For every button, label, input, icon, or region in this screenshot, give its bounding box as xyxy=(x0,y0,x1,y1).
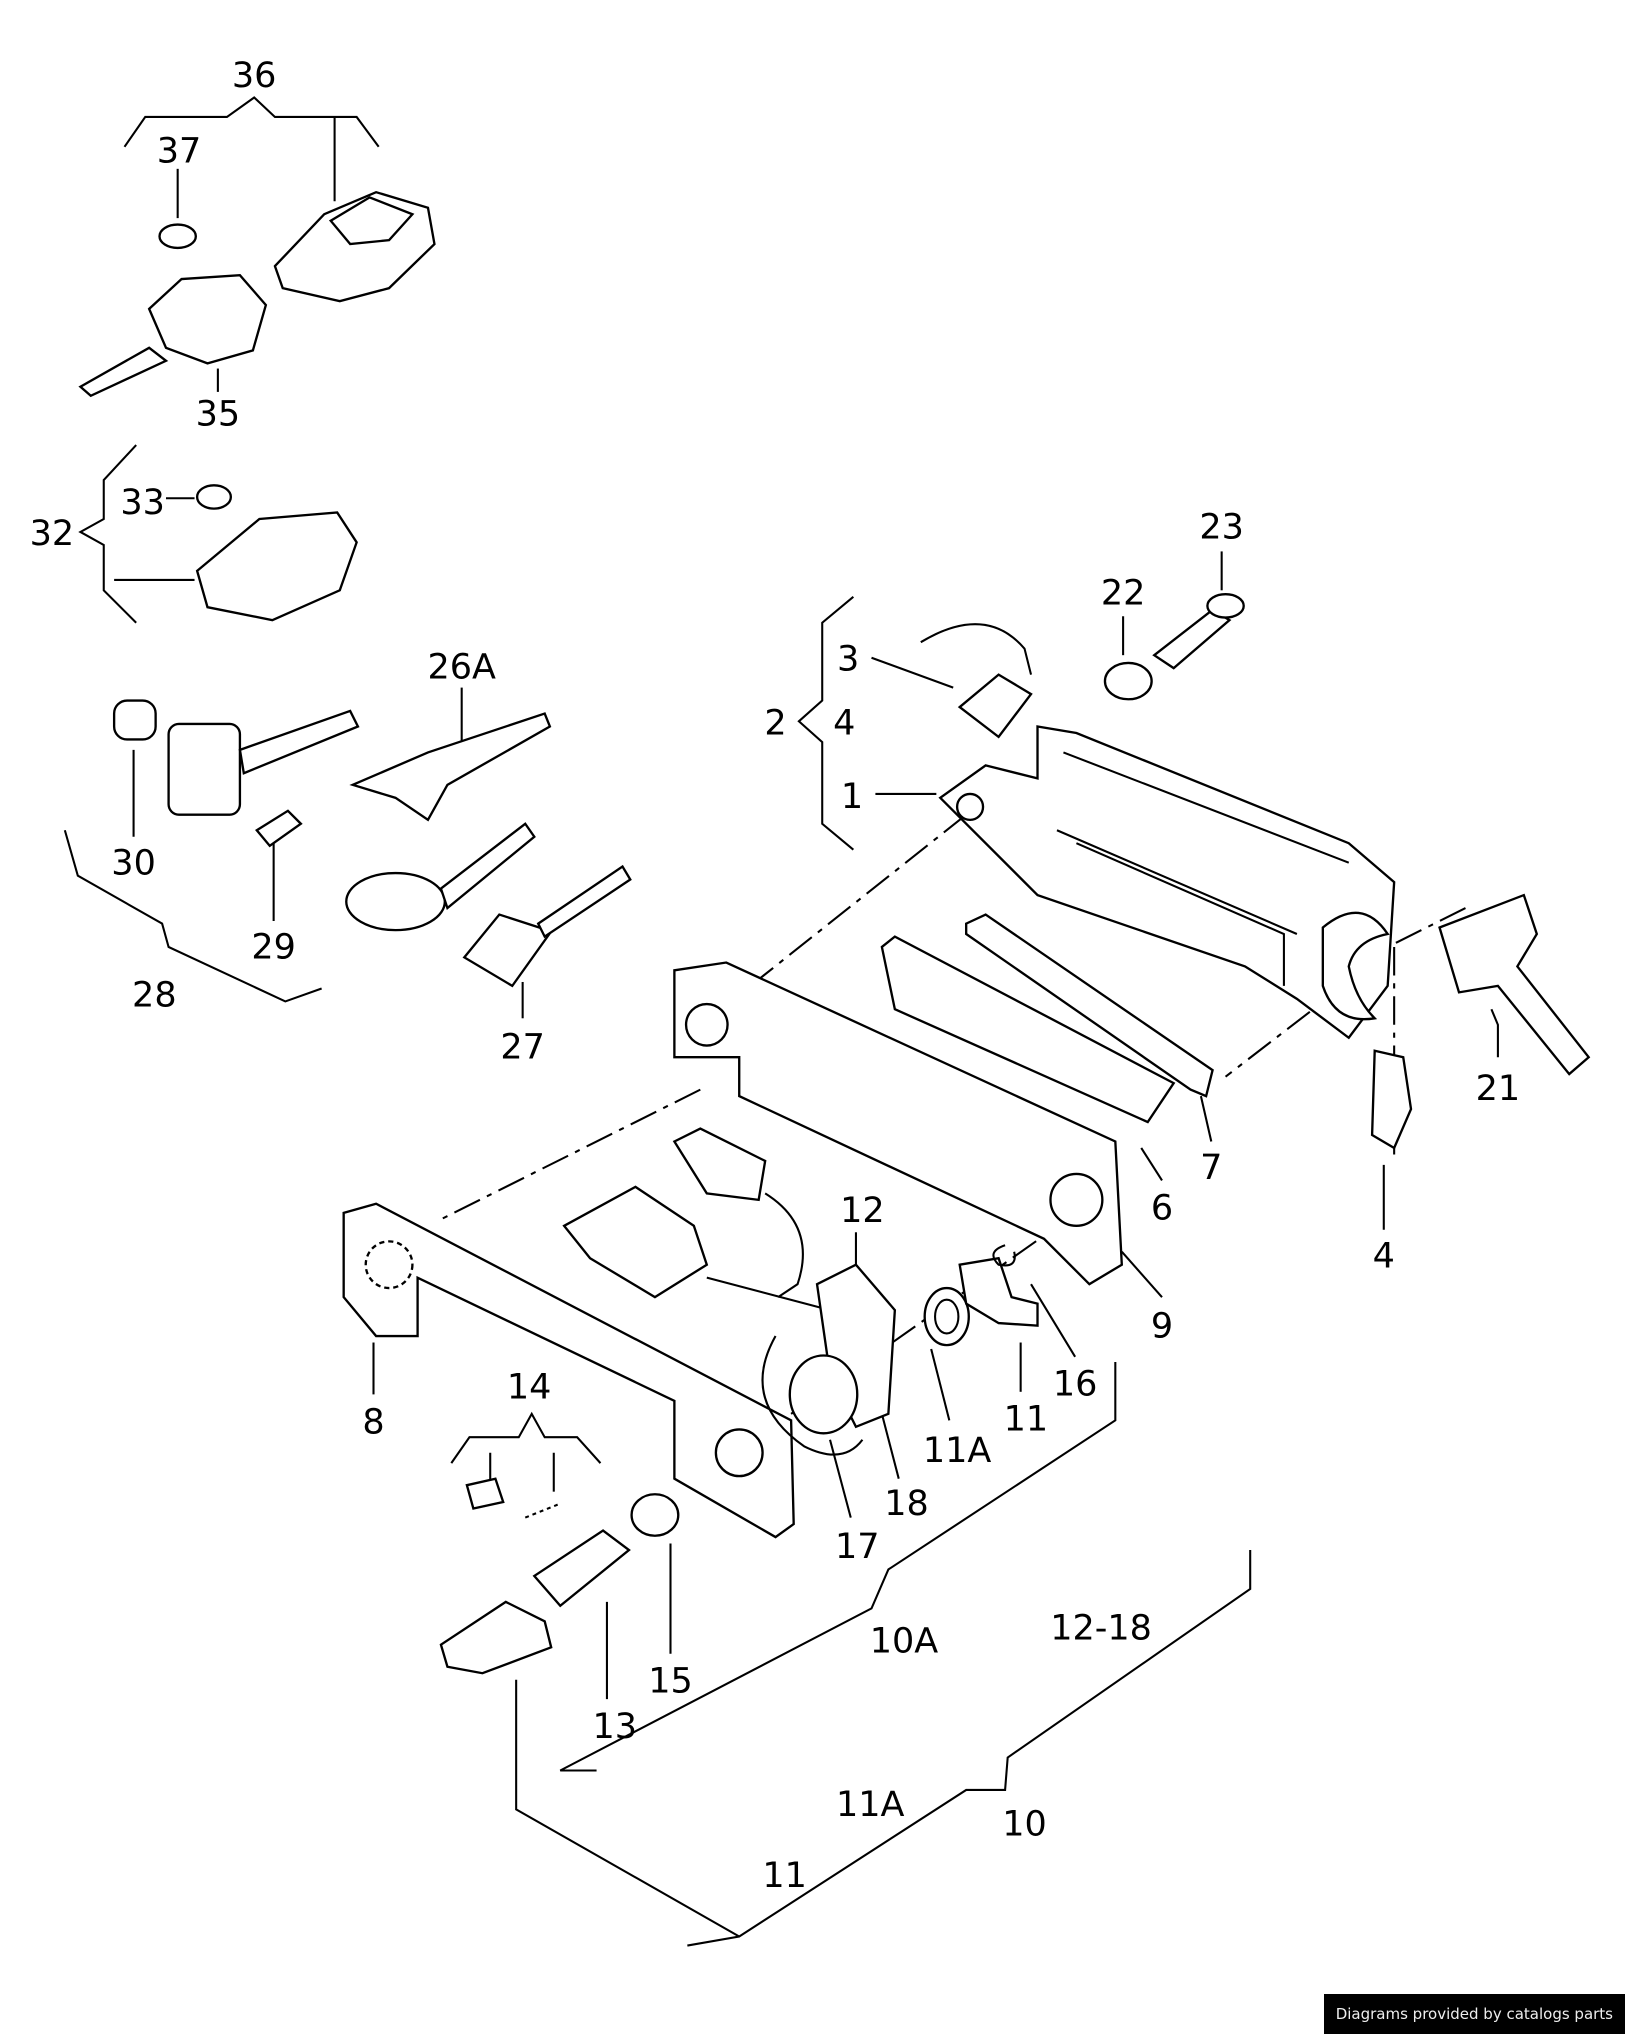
callout-labels: 36 37 35 33 32 26A 30 29 28 27 23 22 3 2… xyxy=(30,56,1521,1896)
callout: 35 xyxy=(196,395,241,435)
callout: 7 xyxy=(1200,1148,1222,1188)
callout: 22 xyxy=(1101,574,1146,614)
callout: 9 xyxy=(1151,1306,1173,1346)
part-21-lever xyxy=(1438,893,1591,1076)
callout: 11 xyxy=(762,1856,807,1896)
part-33-battery xyxy=(195,484,233,510)
part-8-handle xyxy=(342,1202,795,1539)
callout: 23 xyxy=(1199,507,1244,547)
part-23-bolt xyxy=(1152,593,1245,670)
callout: 32 xyxy=(30,514,75,554)
callout: 15 xyxy=(648,1662,693,1702)
callout: 17 xyxy=(835,1527,880,1567)
key-blank xyxy=(167,709,360,816)
leader-lines xyxy=(63,96,1499,1947)
callout: 27 xyxy=(500,1028,545,1068)
callout: 8 xyxy=(362,1402,384,1442)
callout: 36 xyxy=(232,56,277,96)
part-35-key xyxy=(78,273,268,398)
part-9-gasket xyxy=(673,961,1124,1286)
callout: 18 xyxy=(884,1484,929,1524)
callout: 28 xyxy=(132,976,177,1016)
part-11A-spring xyxy=(923,1286,970,1347)
part-16-circlip xyxy=(992,1244,1016,1267)
callout: 12 xyxy=(840,1191,885,1231)
part-7-seal xyxy=(965,913,1214,1098)
part-30-cap xyxy=(112,699,157,741)
callout: 14 xyxy=(507,1367,552,1407)
callout: 1 xyxy=(841,777,863,817)
part-14-spring xyxy=(465,1477,559,1519)
callout: 3 xyxy=(837,640,859,680)
callout: 10A xyxy=(870,1621,939,1661)
callout: 21 xyxy=(1476,1069,1521,1109)
callout: 4 xyxy=(1373,1236,1395,1276)
part-11-cam xyxy=(958,1256,1039,1327)
part-15-nut xyxy=(630,1493,680,1537)
attribution-footer: Diagrams provided by catalogs parts xyxy=(1323,1994,1625,2034)
key-oval xyxy=(345,822,536,932)
part-4-clip xyxy=(1370,1049,1413,1150)
part-27-key xyxy=(462,864,632,988)
part-37-battery xyxy=(158,223,197,250)
callout: 26A xyxy=(427,648,496,688)
callout: 6 xyxy=(1151,1188,1173,1228)
callout: 12-18 xyxy=(1050,1609,1152,1649)
callout: 11A xyxy=(836,1785,905,1825)
part-32-remote xyxy=(195,511,358,622)
callout: 4 xyxy=(833,703,855,743)
part-12-connector xyxy=(562,1127,897,1456)
callout: 2 xyxy=(764,703,786,743)
callout: 16 xyxy=(1053,1365,1098,1405)
part-29-spring xyxy=(255,809,303,848)
callout: 29 xyxy=(251,928,296,968)
callout: 13 xyxy=(592,1707,637,1747)
callout: 11A xyxy=(923,1431,992,1471)
callout: 11 xyxy=(1004,1400,1049,1440)
part-26A-key xyxy=(349,712,552,822)
part-13-cylinder xyxy=(439,1529,631,1675)
callout: 37 xyxy=(157,131,202,171)
part-36-remote-housing xyxy=(273,190,436,303)
part-22-washer xyxy=(1103,661,1153,701)
callout: 10 xyxy=(1002,1804,1047,1844)
part-6-cover xyxy=(880,935,1176,1124)
callout: 33 xyxy=(120,483,165,523)
callout: 30 xyxy=(111,843,156,883)
part-3-microswitch xyxy=(920,623,1033,739)
part-1-lock-frame xyxy=(938,725,1396,1040)
